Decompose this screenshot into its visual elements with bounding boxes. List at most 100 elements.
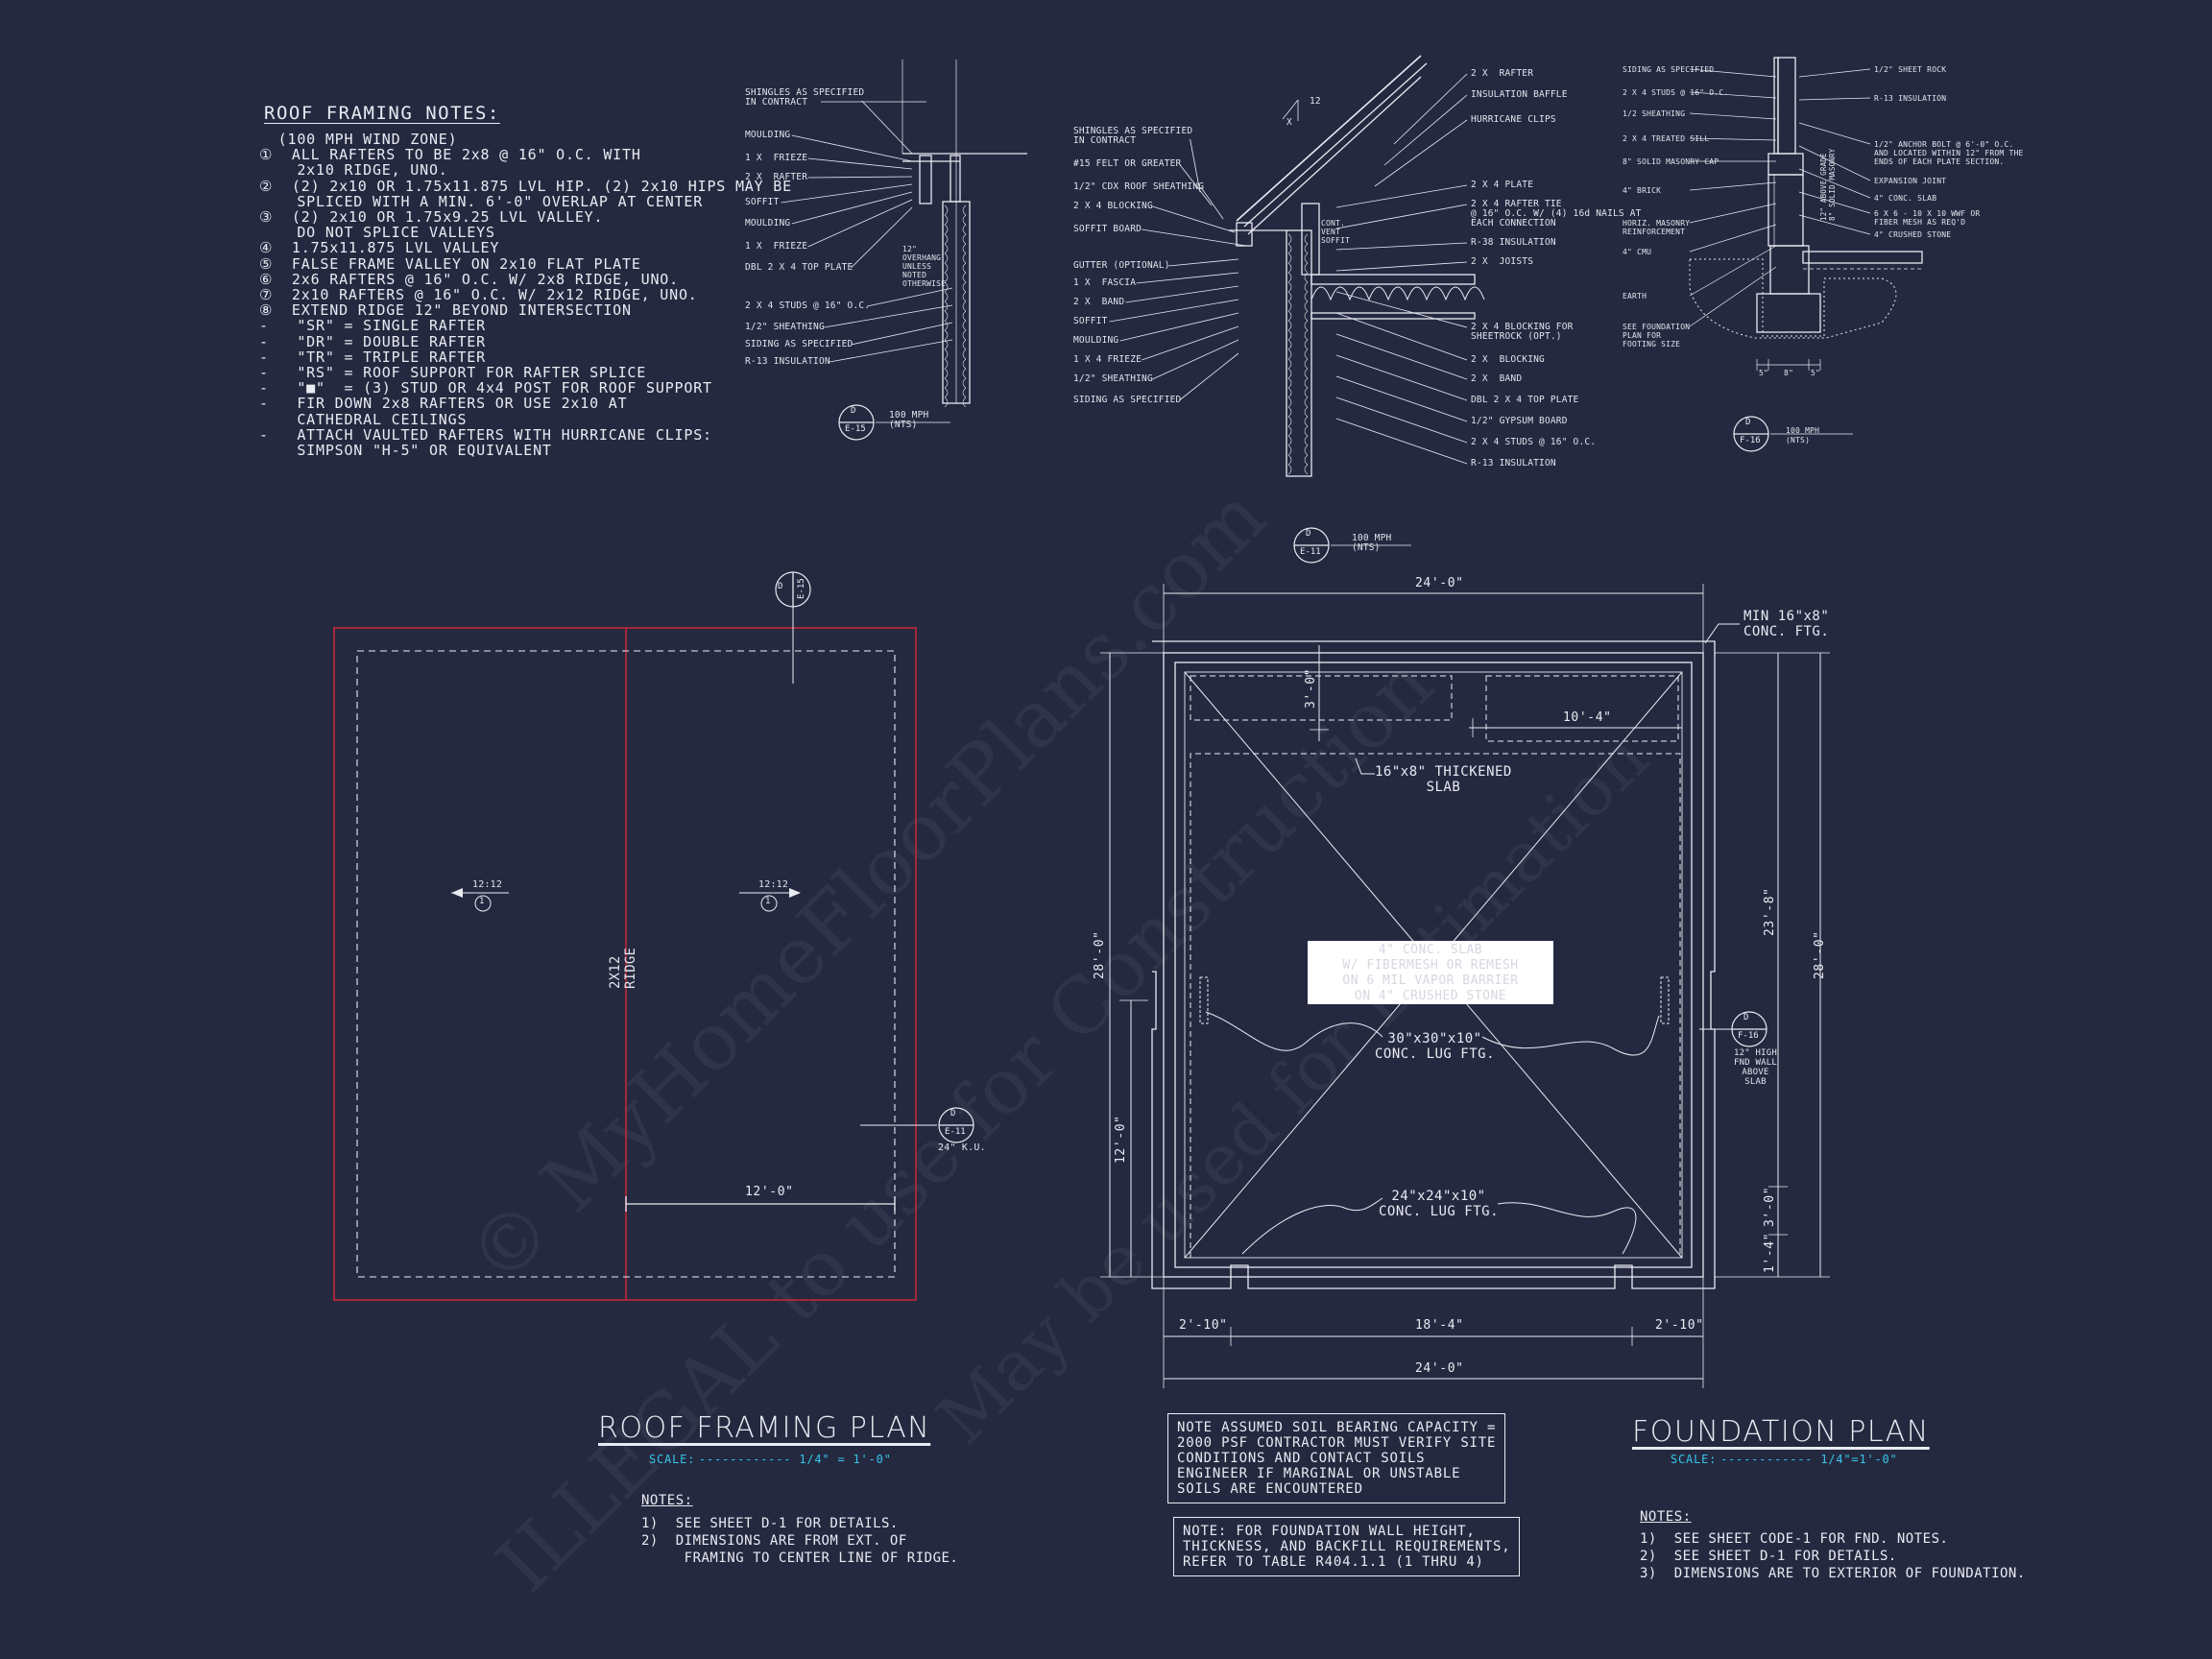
- roof-dim-12ft: 12'-0": [745, 1185, 794, 1199]
- detail-e11-insulation: [1287, 377, 1309, 389]
- detail-e15-leader: [861, 100, 913, 155]
- detail-e15-label: 2 X 4 STUDS @ 16" O.C.: [745, 301, 871, 311]
- fnd-plan-note: 2) SEE SHEET D-1 FOR DETAILS.: [1640, 1549, 1897, 1564]
- fnd-lug-left: [1199, 976, 1209, 1024]
- detail-e11-right-leader: [1335, 333, 1468, 380]
- roof-pitch-right-arrowhead: [789, 888, 801, 898]
- detail-f16-dim: 5": [1811, 369, 1821, 377]
- detail-f16-right-label: 6 X 6 - 10 X 10 WWF OR FIBER MESH AS REQ…: [1874, 209, 1981, 227]
- roof-note-line: - "■" = (3) STUD OR 4x4 POST FOR ROOF SU…: [259, 379, 712, 397]
- detail-e15-leader: [781, 183, 913, 204]
- fnd-dim-left: 28'-0": [1093, 930, 1107, 979]
- roof-plan-scale-label: SCALE:: [649, 1453, 696, 1466]
- detail-e11-right-label: 2 X 4 RAFTER TIE @ 16" O.C. W/ (4) 16d N…: [1471, 199, 1642, 228]
- detail-e15-leader: [791, 134, 913, 162]
- detail-e11-right-leader: [1335, 184, 1468, 208]
- detail-e11-insulation: [1287, 233, 1309, 245]
- roof-note-line: ① ALL RAFTERS TO BE 2x8 @ 16" O.C. WITH: [259, 146, 641, 164]
- detail-f16-right-label: R-13 INSULATION: [1874, 94, 1947, 103]
- detail-e11-wall: [1286, 229, 1312, 477]
- detail-e11-left-label: GUTTER (OPTIONAL): [1073, 260, 1170, 271]
- detail-e15-insulation: [944, 252, 967, 264]
- roof-note-line: - "TR" = TRIPLE RAFTER: [259, 348, 486, 366]
- detail-f16-left-label: 1/2 SHEATHING: [1623, 109, 1686, 118]
- detail-e11-left-leader: [1109, 299, 1239, 323]
- detail-e15-plate: [950, 155, 961, 203]
- detail-e11-insulation: [1287, 349, 1309, 360]
- fnd-lug1-note: 30"x30"x10" CONC. LUG FTG.: [1375, 1031, 1496, 1062]
- detail-e11-insulation: [1287, 445, 1309, 456]
- detail-e11-right-leader: [1374, 119, 1468, 187]
- roof-plan-wall-line: [356, 650, 896, 1278]
- roof-plan-notes-title: NOTES:: [641, 1493, 693, 1508]
- detail-e11-left-leader: [1200, 186, 1224, 220]
- detail-e11-insulation: [1287, 320, 1309, 331]
- detail-e11-right-label: DBL 2 X 4 TOP PLATE: [1471, 395, 1579, 405]
- fnd-lug2-leader-left: [1241, 1197, 1383, 1255]
- detail-f16-left-leader: [1689, 181, 1777, 191]
- roof-note-line: - ATTACH VAULTED RAFTERS WITH HURRICANE …: [259, 425, 712, 444]
- detail-f16-right-leader: [1798, 97, 1871, 101]
- fnd-lug-right: [1660, 976, 1670, 1024]
- detail-e15-insulation: [944, 368, 967, 379]
- fnd-plan-scale-value: ------------ 1/4"=1'-0": [1720, 1453, 1898, 1466]
- detail-e15-insulation: [944, 397, 967, 408]
- detail-e11-right-label: INSULATION BAFFLE: [1471, 89, 1568, 100]
- roof-note-line: - "DR" = DOUBLE RAFTER: [259, 332, 486, 350]
- detail-e11-right-leader: [1335, 261, 1468, 272]
- detail-e15-insulation: [944, 243, 967, 254]
- detail-f16-left-label: 4" CMU: [1623, 248, 1652, 256]
- detail-e15-insulation: [944, 291, 967, 302]
- detail-e11-tag-note: 100 MPH (NTS): [1352, 533, 1392, 553]
- detail-e11-left-label: SOFFIT: [1073, 316, 1108, 326]
- detail-f16-right-label: 4" CONC. SLAB: [1874, 194, 1937, 203]
- detail-e11-right-label: 2 X 4 STUDS @ 16" O.C.: [1471, 437, 1597, 447]
- detail-e15-insulation: [944, 387, 967, 398]
- detail-e11-left-label: #15 FELT OR GREATER: [1073, 158, 1182, 169]
- detail-f16-left-leader: [1689, 245, 1777, 297]
- detail-e15-leader: [791, 191, 913, 225]
- roof-note-line: SIMPSON "H-5" OR EQUIVALENT: [259, 442, 552, 459]
- detail-e15-label: 1 X FRIEZE: [745, 153, 808, 163]
- roof-note-line: ③ (2) 2x10 OR 1.75x9.25 LVL VALLEY.: [259, 208, 604, 226]
- detail-e11-right-label: 2 X 4 BLOCKING FOR SHEETROCK (OPT.): [1471, 322, 1574, 342]
- detail-f16-right-label: 1/2" SHEET ROCK: [1874, 65, 1947, 74]
- detail-e15-insulation: [944, 272, 967, 283]
- detail-e11-insulation: [1287, 368, 1309, 379]
- detail-e11-right-leader: [1335, 204, 1468, 229]
- fnd-thickened-slab-left: [1190, 675, 1453, 721]
- fnd-dim-right-low: 3'-0": [1763, 1186, 1777, 1227]
- soil-bearing-note: NOTE ASSUMED SOIL BEARING CAPACITY = 200…: [1167, 1413, 1506, 1503]
- detail-f16-stem: [1769, 245, 1810, 295]
- detail-e11-right-label: 2 X BAND: [1471, 373, 1523, 384]
- fnd-slab-dashed: [1190, 753, 1681, 1258]
- roof-pitch-right-marker-num: 1: [765, 897, 771, 906]
- detail-e15-leader: [807, 176, 913, 179]
- detail-e11-left-label: SIDING AS SPECIFIED: [1073, 395, 1182, 405]
- detail-e11-insulation: [1287, 252, 1309, 264]
- roof-pitch-left: 12:12: [472, 879, 503, 890]
- fnd-footing-note: MIN 16"x8" CONC. FTG.: [1743, 609, 1830, 639]
- fnd-lug1-leader-left: [1205, 1011, 1383, 1051]
- detail-e11-right-leader: [1335, 354, 1468, 401]
- detail-e11-left-label: 2 X 4 BLOCKING: [1073, 201, 1153, 211]
- detail-e11-right-label: R-13 INSULATION: [1471, 458, 1556, 469]
- detail-e15-insulation: [944, 358, 967, 370]
- detail-e11-roof-3: [1247, 76, 1422, 235]
- detail-e15-insulation: [944, 377, 967, 389]
- detail-f16-left-label: 2 X 4 TREATED SILL: [1623, 134, 1710, 143]
- fnd-ftg-leader: [1704, 623, 1740, 644]
- detail-e11-roof-top: [1236, 55, 1422, 222]
- roof-note-line: - FIR DOWN 2x8 RAFTERS OR USE 2x10 AT: [259, 395, 628, 413]
- detail-e11-insulation: [1287, 358, 1309, 370]
- detail-e11-pitch: 12: [1310, 96, 1321, 107]
- detail-e11-left-label: 1/2" SHEATHING: [1073, 373, 1153, 384]
- detail-f16-right-leader: [1798, 214, 1871, 235]
- detail-e11-insulation: [1287, 425, 1309, 437]
- roof-tag-side-sheet: E-11: [945, 1127, 966, 1137]
- detail-e11-pitch-1: [1282, 99, 1299, 120]
- roof-note-line: ⑥ 2x6 RAFTERS @ 16" O.C. W/ 2x8 RIDGE, U…: [259, 270, 679, 288]
- detail-e11-insulation: [1287, 454, 1309, 466]
- detail-f16-footing: [1756, 293, 1821, 333]
